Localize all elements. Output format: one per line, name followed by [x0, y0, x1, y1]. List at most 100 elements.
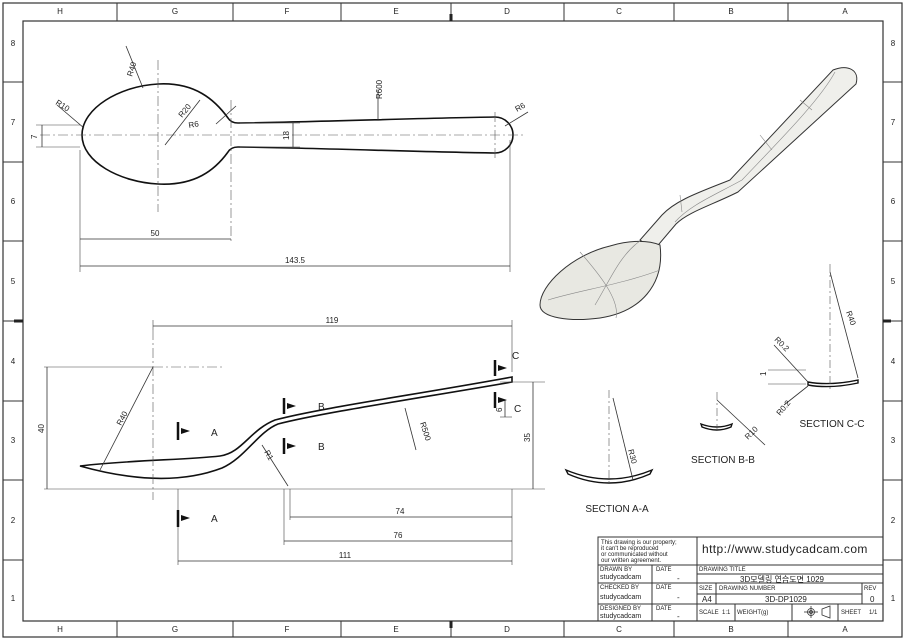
svg-text:2: 2 — [891, 516, 896, 525]
dim-r6-top-left: R6 — [188, 119, 200, 130]
dim-r40-top: R40 — [125, 60, 138, 77]
dim-74-side: 74 — [396, 507, 405, 516]
svg-text:8: 8 — [11, 39, 16, 48]
side-dimension-lines — [46, 325, 534, 562]
date-label-1: DATE — [656, 567, 672, 573]
size-value: A4 — [702, 595, 712, 604]
top-extension-lines — [36, 122, 511, 272]
svg-text:4: 4 — [891, 357, 896, 366]
dim-35-side: 35 — [523, 433, 532, 442]
dim-40-side: 40 — [37, 424, 46, 433]
ownership-note: This drawing is our property; it can't b… — [601, 540, 677, 564]
iso-handle — [639, 67, 858, 251]
date-value-2: - — [677, 593, 680, 602]
svg-text:E: E — [393, 625, 398, 634]
dim-r1-side: R1 — [262, 449, 275, 463]
dim-r20-top: R20 — [177, 102, 194, 119]
iso-bowl — [539, 240, 662, 320]
dim-1435-top: 143.5 — [285, 256, 306, 265]
cut-marker-c-bottom: C — [493, 392, 521, 415]
drawing-frame — [22, 20, 884, 622]
zone-labels-sides: 8 7 6 5 4 3 2 1 8 7 6 5 4 3 2 1 — [11, 39, 896, 603]
dim-r02-top: R0.2 — [773, 335, 792, 354]
svg-text:G: G — [172, 7, 178, 16]
date-value-1: - — [677, 574, 680, 583]
section-bb-profile — [699, 422, 734, 431]
date-label-2: DATE — [656, 585, 672, 591]
section-c-c: R40 R0.2 R0.2 1 SECTION C-C — [759, 264, 865, 430]
top-dimension-lines — [41, 45, 529, 267]
svg-text:8: 8 — [891, 39, 896, 48]
svg-text:C: C — [616, 7, 622, 16]
checked-by-value: studycadcam — [600, 594, 642, 601]
svg-text:B: B — [318, 402, 325, 413]
zone-labels-bottom: H G F E D C B A — [57, 625, 848, 634]
svg-text:3: 3 — [11, 436, 16, 445]
section-bb-title: SECTION B-B — [691, 455, 755, 466]
dim-6-side: 6 — [495, 407, 504, 412]
cut-marker-a-top: A — [176, 422, 218, 440]
dim-r30-section: R30 — [626, 448, 639, 465]
cut-marker-a-bottom: A — [176, 510, 218, 527]
side-view-outline — [79, 376, 513, 480]
weight-label: WEIGHT(g) — [737, 610, 769, 616]
dim-119-side: 119 — [326, 316, 339, 325]
svg-text:A: A — [211, 514, 218, 525]
sheet-value: 1/1 — [869, 610, 878, 616]
svg-text:4: 4 — [11, 357, 16, 366]
dim-50-top: 50 — [151, 229, 160, 238]
dim-111-side: 111 — [339, 551, 352, 560]
svg-text:7: 7 — [891, 118, 896, 127]
date-value-3: - — [677, 612, 680, 621]
zone-labels-top: H G F E D C B A — [57, 7, 848, 16]
top-view-outline — [81, 83, 514, 185]
drawn-by-label: DRAWN BY — [600, 567, 633, 573]
dim-r500-side: R500 — [418, 421, 433, 442]
side-extension-lines — [44, 320, 545, 565]
dim-r600-top: R600 — [375, 79, 384, 99]
svg-text:D: D — [504, 7, 510, 16]
top-view: R40 R10 R20 R6 R600 R6 7 18 50 143.5 — [30, 45, 529, 272]
svg-text:C: C — [616, 625, 622, 634]
svg-text:B: B — [318, 442, 325, 453]
drawing-title-label: DRAWING TITLE — [699, 567, 746, 573]
svg-text:3: 3 — [891, 436, 896, 445]
side-center-lines — [152, 330, 225, 500]
centering-marks — [14, 14, 891, 628]
dim-7-top: 7 — [30, 134, 39, 139]
section-cc-profile — [807, 379, 859, 388]
svg-text:A: A — [211, 428, 218, 439]
dim-r02-bottom: R0.2 — [775, 398, 793, 417]
section-a-a: R30 SECTION A-A — [564, 390, 654, 515]
section-aa-title: SECTION A-A — [585, 504, 649, 515]
scale-label: SCALE — [699, 610, 719, 616]
svg-text:A: A — [842, 7, 848, 16]
dim-76-side: 76 — [394, 531, 403, 540]
svg-text:5: 5 — [891, 277, 896, 286]
drawn-by-value: studycadcam — [600, 574, 642, 581]
size-label: SIZE — [699, 586, 713, 592]
svg-text:H: H — [57, 7, 63, 16]
date-label-3: DATE — [656, 606, 672, 612]
drawing-number-label: DRAWING NUMBER — [719, 586, 776, 592]
svg-text:D: D — [504, 625, 510, 634]
svg-text:6: 6 — [11, 197, 16, 206]
svg-text:F: F — [285, 7, 290, 16]
checked-by-label: CHECKED BY — [600, 585, 640, 591]
svg-text:2: 2 — [11, 516, 16, 525]
top-center-lines — [40, 60, 525, 244]
designed-by-label: DESIGNED BY — [600, 606, 642, 612]
website-url: http://www.studycadcam.com — [702, 542, 868, 556]
isometric-spoon-view — [539, 67, 858, 320]
svg-text:B: B — [728, 625, 733, 634]
svg-text:B: B — [728, 7, 733, 16]
svg-text:1: 1 — [11, 594, 16, 603]
svg-text:C: C — [514, 404, 521, 415]
projection-symbol — [804, 605, 831, 619]
svg-text:1: 1 — [891, 594, 896, 603]
svg-text:H: H — [57, 625, 63, 634]
svg-text:6: 6 — [891, 197, 896, 206]
section-aa-profile — [564, 468, 654, 484]
drawing-title-value: 3D모델링 연습도면 1029 — [740, 575, 824, 584]
